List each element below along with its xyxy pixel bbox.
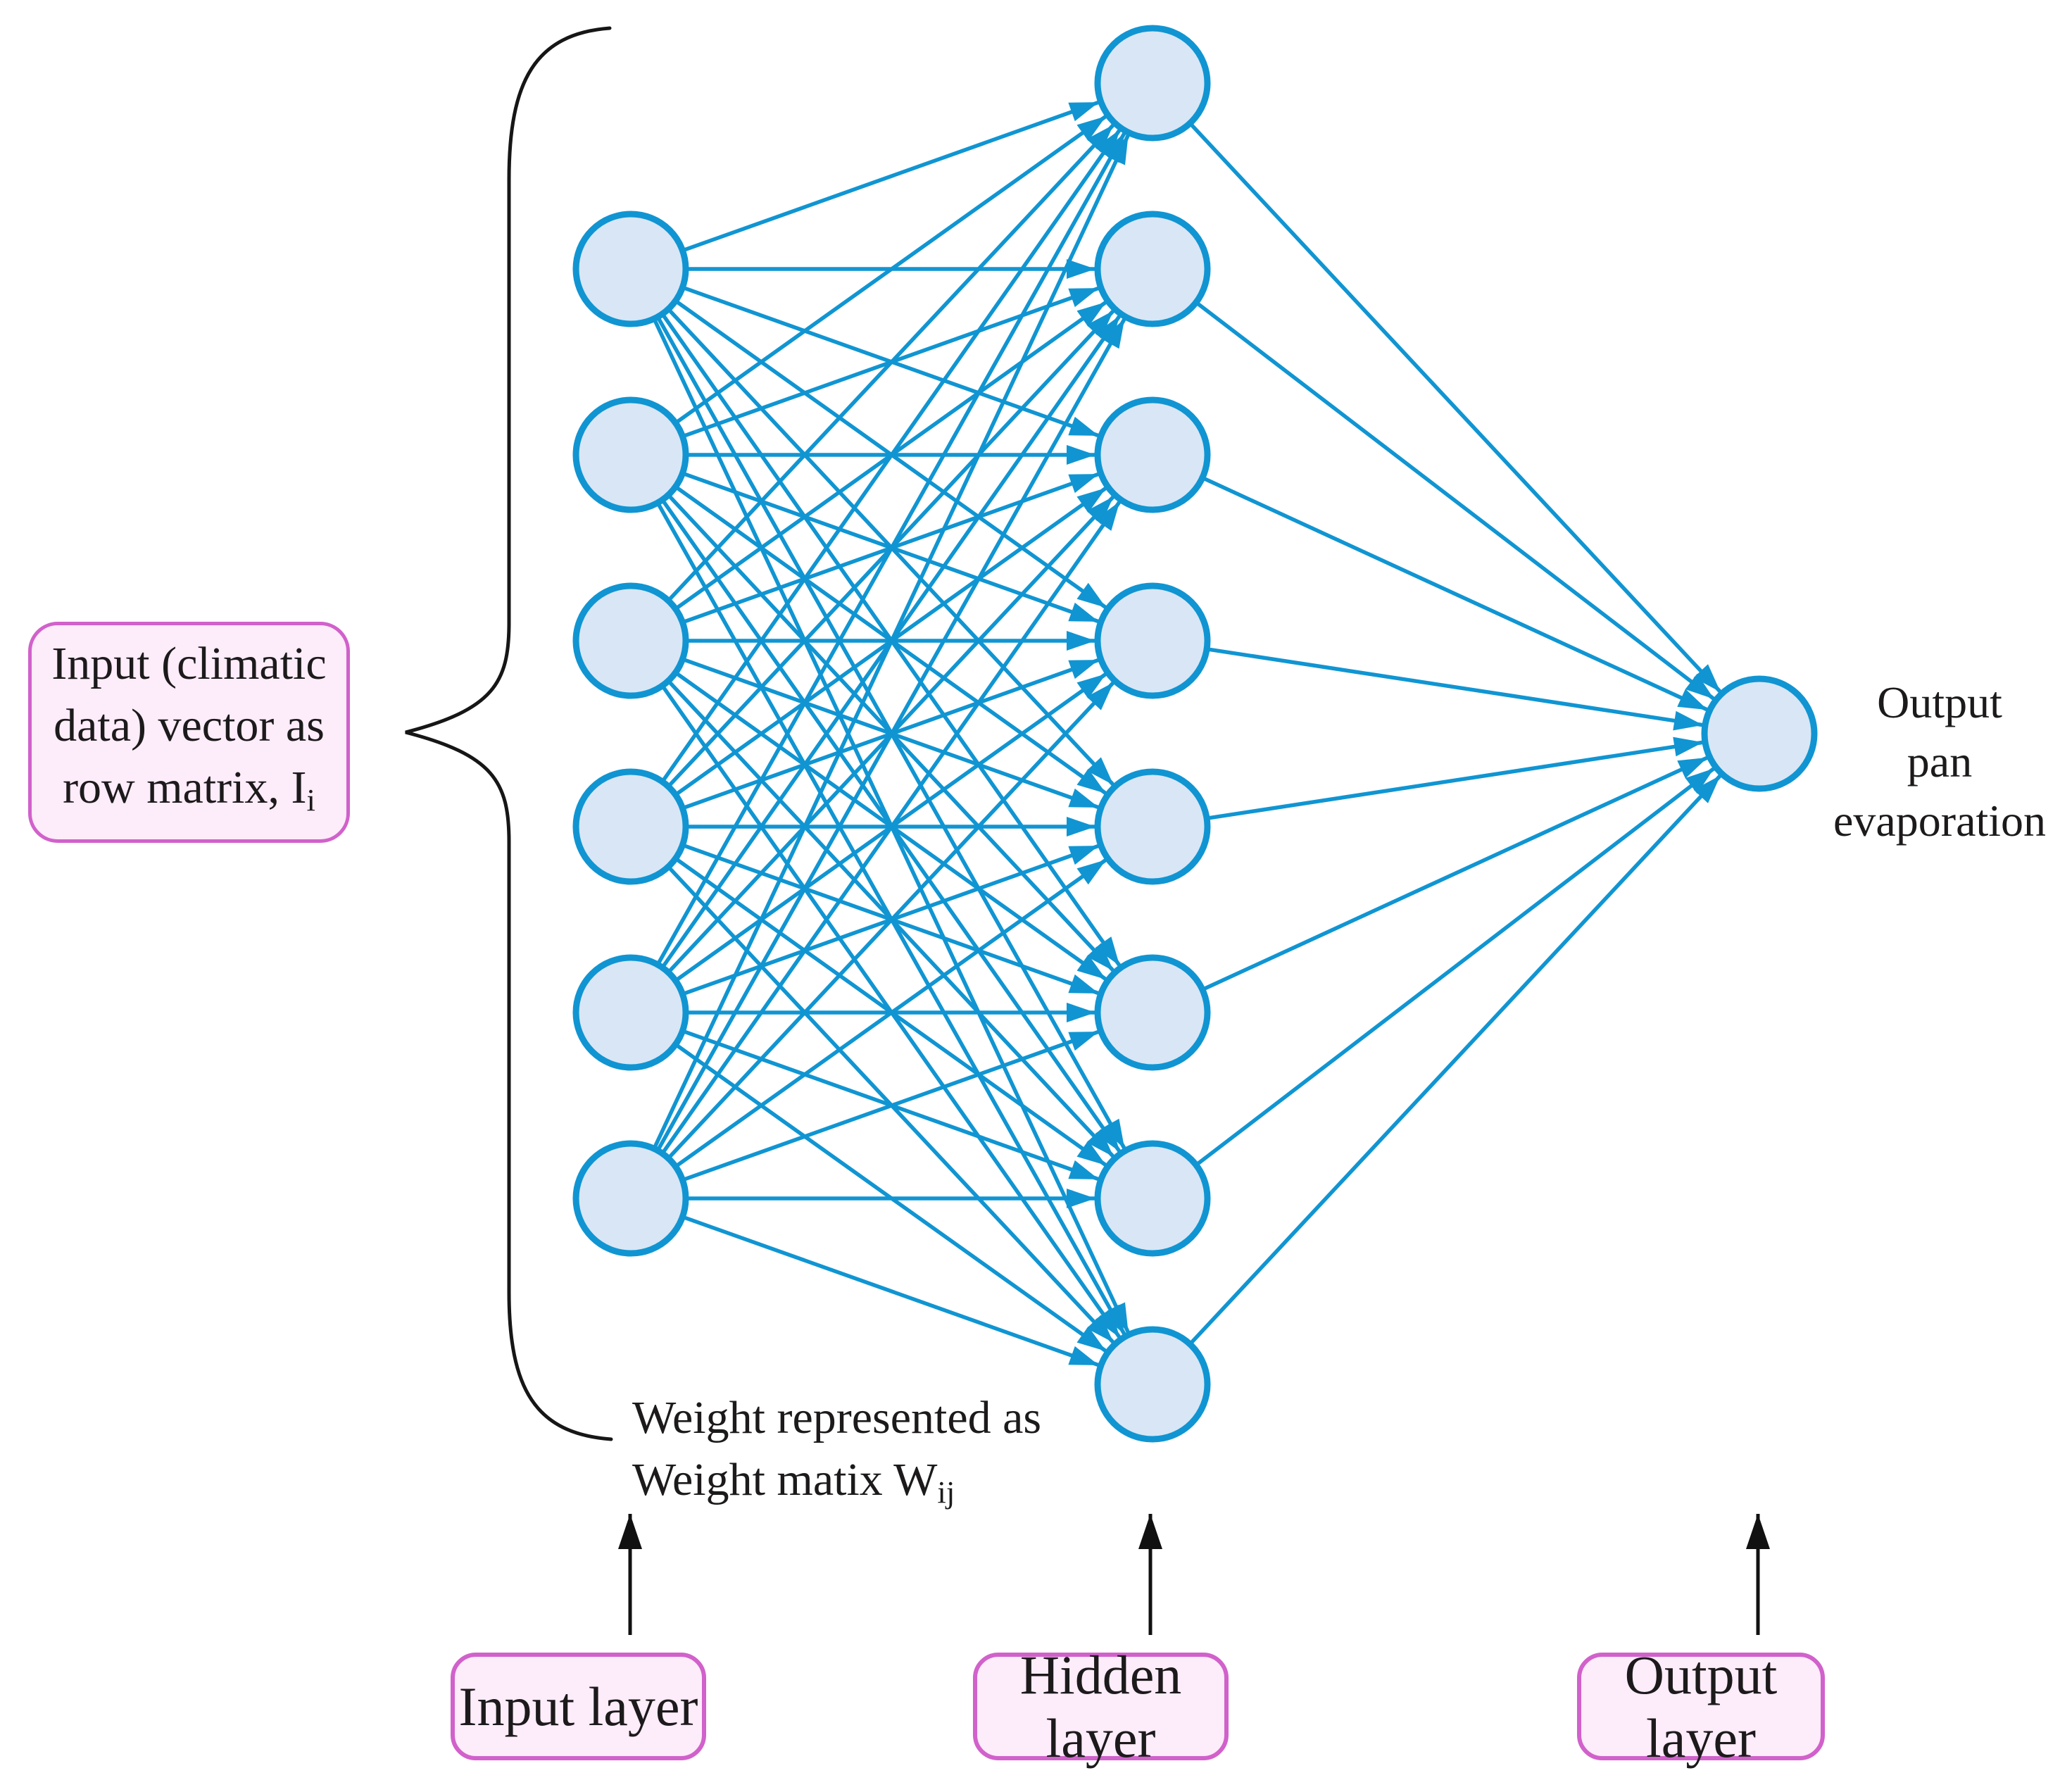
- callout-line-3-subscript: i: [306, 782, 315, 818]
- input-vector-callout-text: Input (climatic data) vector as row matr…: [51, 633, 326, 831]
- hidden-layer-box: Hidden layer: [973, 1644, 1229, 1769]
- output-label-line-3: evaporation: [1833, 796, 2047, 846]
- output-layer-neuron: [1701, 675, 1818, 792]
- output-layer-box: Output layer: [1577, 1644, 1825, 1769]
- output-node-label: Output pan evaporation: [1816, 673, 2060, 851]
- synapse-edge: [667, 123, 1115, 602]
- input-layer-box: Input layer: [451, 1653, 706, 1760]
- input-layer-neuron: [572, 396, 689, 513]
- synapse-edge: [1201, 756, 1709, 991]
- hidden-layer-neuron: [1094, 211, 1211, 327]
- hidden-layer-box-label: Hidden layer: [1019, 1643, 1182, 1769]
- callout-line-1: Input (climatic: [51, 638, 327, 690]
- hidden-layer-neuron: [1094, 1326, 1211, 1443]
- weight-matrix-note: Weight represented as Weight matix Wij: [632, 1387, 1041, 1523]
- input-layer-neuron: [572, 954, 689, 1071]
- synapse-edge: [655, 132, 1126, 966]
- synapse-edge: [1206, 647, 1704, 731]
- input-layer-neuron: [572, 211, 689, 327]
- synapse-edge: [1195, 767, 1716, 1167]
- hidden-layer-neuron: [1094, 582, 1211, 699]
- synapse-edge: [660, 500, 1122, 1155]
- hidden-layer-neuron: [1094, 954, 1211, 1071]
- hidden-layer-neuron: [1094, 25, 1211, 142]
- synapse-edge: [1195, 301, 1716, 701]
- synapse-edge: [1201, 476, 1709, 712]
- synapse-edge: [674, 858, 1107, 1168]
- input-vector-brace: [398, 26, 613, 1441]
- input-layer-neuron: [572, 768, 689, 885]
- output-label-line-1: Output: [1877, 677, 2002, 727]
- callout-line-3: row matrix, I: [63, 762, 307, 814]
- hidden-layer-neuron: [1094, 1140, 1211, 1257]
- weight-note-line-2: Weight matix W: [632, 1454, 938, 1505]
- input-layer-box-label: Input layer: [458, 1675, 698, 1737]
- hidden-layer-neuron: [1094, 396, 1211, 513]
- input-vector-callout: Input (climatic data) vector as row matr…: [28, 622, 350, 843]
- weight-note-line-1: Weight represented as: [632, 1392, 1042, 1443]
- input-layer-neuron: [572, 582, 689, 699]
- synapse-edge: [1206, 737, 1704, 820]
- synapse-edge: [682, 100, 1100, 253]
- weight-note-subscript: ij: [937, 1474, 955, 1510]
- neurons: [572, 25, 1818, 1443]
- synapse-edge: [682, 1029, 1100, 1182]
- synapse-edge: [682, 1215, 1100, 1367]
- layer-arrows: [618, 1514, 1770, 1635]
- input-layer-neuron: [572, 1140, 689, 1257]
- synapse-edge: [1188, 122, 1722, 694]
- synapse-edge: [674, 114, 1107, 425]
- callout-line-2: data) vector as: [54, 700, 325, 752]
- synapse-edge: [1188, 774, 1722, 1346]
- output-layer-box-label: Output layer: [1624, 1643, 1778, 1769]
- synapse-edge: [652, 134, 1131, 1150]
- synapse-edge: [655, 318, 1126, 1152]
- edges: [652, 100, 1722, 1367]
- hidden-layer-neuron: [1094, 768, 1211, 885]
- synapse-edge: [667, 681, 1115, 1160]
- synapse-edge: [660, 128, 1122, 783]
- output-label-line-2: pan: [1907, 737, 1973, 787]
